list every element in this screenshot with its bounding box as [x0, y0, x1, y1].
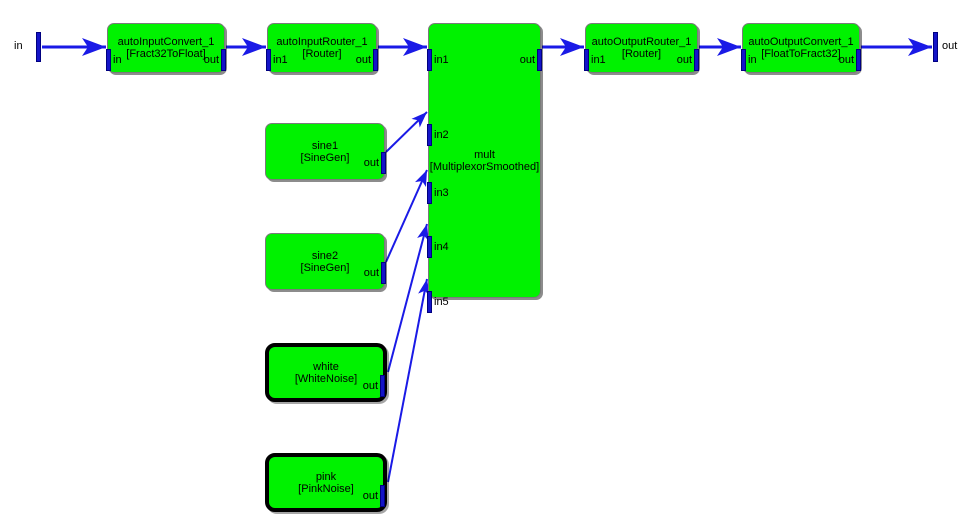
port-label-out: out: [203, 54, 219, 66]
port-label-in5: in5: [434, 296, 449, 308]
port-in-in3[interactable]: [427, 182, 432, 204]
block-name: autoOutputConvert_1: [748, 36, 854, 48]
port-out-out[interactable]: [381, 262, 386, 284]
block-caption: sine1[SineGen]: [301, 140, 350, 164]
port-in-in4[interactable]: [427, 236, 432, 258]
block-caption: autoOutputRouter_1[Router]: [592, 36, 692, 60]
port-label-in1: in1: [273, 54, 288, 66]
block-caption: mult[MultiplexorSmoothed]: [430, 149, 539, 173]
port-out-out[interactable]: [380, 485, 385, 507]
terminal-out[interactable]: [933, 32, 938, 62]
port-label-out: out: [355, 54, 371, 66]
port-label-out: out: [676, 54, 692, 66]
block-caption: autoInputRouter_1[Router]: [276, 36, 367, 60]
port-in-in1[interactable]: [584, 49, 589, 71]
port-label-out: out: [838, 54, 854, 66]
port-label-out: out: [519, 54, 535, 66]
port-label-in1: in1: [434, 54, 449, 66]
block-type: [SineGen]: [300, 151, 350, 164]
port-out-out[interactable]: [537, 49, 542, 71]
block-pink[interactable]: pink[PinkNoise] out: [265, 453, 387, 512]
port-out-out[interactable]: [856, 49, 861, 71]
block-name: pink: [315, 470, 337, 483]
block-type: [MultiplexorSmoothed]: [429, 160, 540, 173]
block-sine1[interactable]: sine1[SineGen] out: [265, 123, 386, 180]
terminal-in[interactable]: [36, 32, 41, 62]
block-caption: autoInputConvert_1[Fract32ToFloat]: [118, 36, 215, 60]
terminal-label-out: out: [942, 40, 958, 52]
terminal-label-in: in: [14, 40, 23, 52]
block-type: [WhiteNoise]: [294, 372, 358, 385]
block-name: mult: [474, 148, 495, 161]
port-label-in2: in2: [434, 129, 449, 141]
block-name: autoInputRouter_1: [276, 36, 368, 48]
port-label-out: out: [363, 267, 379, 279]
block-type: [Router]: [621, 48, 662, 60]
port-label-in3: in3: [434, 187, 449, 199]
port-label-in: in: [113, 54, 122, 66]
block-sine2[interactable]: sine2[SineGen] out: [265, 233, 386, 290]
port-in-in2[interactable]: [427, 124, 432, 146]
block-caption: autoOutputConvert_1[FloatToFract32]: [748, 36, 853, 60]
block-name: sine2: [311, 249, 339, 262]
block-type: [SineGen]: [300, 261, 350, 274]
block-name: white: [313, 360, 339, 373]
port-in-in[interactable]: [106, 49, 111, 71]
port-in-in1[interactable]: [427, 49, 432, 71]
port-label-in1: in1: [591, 54, 606, 66]
port-label-out: out: [363, 157, 379, 169]
port-label-out: out: [362, 490, 378, 502]
block-white[interactable]: white[WhiteNoise] out: [265, 343, 387, 402]
block-type: [Router]: [302, 48, 342, 60]
block-caption: white[WhiteNoise]: [295, 361, 357, 385]
block-caption: sine2[SineGen]: [301, 250, 350, 274]
port-out-out[interactable]: [221, 49, 226, 71]
port-in-in1[interactable]: [266, 49, 271, 71]
port-out-out[interactable]: [381, 152, 386, 174]
port-label-in: in: [748, 54, 757, 66]
block-type: [FloatToFract32]: [761, 48, 841, 60]
block-name: autoOutputRouter_1: [591, 36, 692, 48]
port-in-in5[interactable]: [427, 291, 432, 313]
block-name: sine1: [311, 139, 339, 152]
port-out-out[interactable]: [694, 49, 699, 71]
block-caption: pink[PinkNoise]: [298, 471, 354, 495]
block-type: [PinkNoise]: [298, 482, 354, 495]
block-mult[interactable]: mult[MultiplexorSmoothed] in1 in2 in3 in4 in5…: [427, 23, 542, 313]
port-out-out[interactable]: [380, 375, 385, 397]
port-label-out: out: [362, 380, 378, 392]
block-type: [Fract32ToFloat]: [126, 48, 206, 60]
port-in-in[interactable]: [741, 49, 746, 71]
block-name: autoInputConvert_1: [117, 36, 215, 48]
port-label-in4: in4: [434, 241, 449, 253]
port-out-out[interactable]: [373, 49, 378, 71]
